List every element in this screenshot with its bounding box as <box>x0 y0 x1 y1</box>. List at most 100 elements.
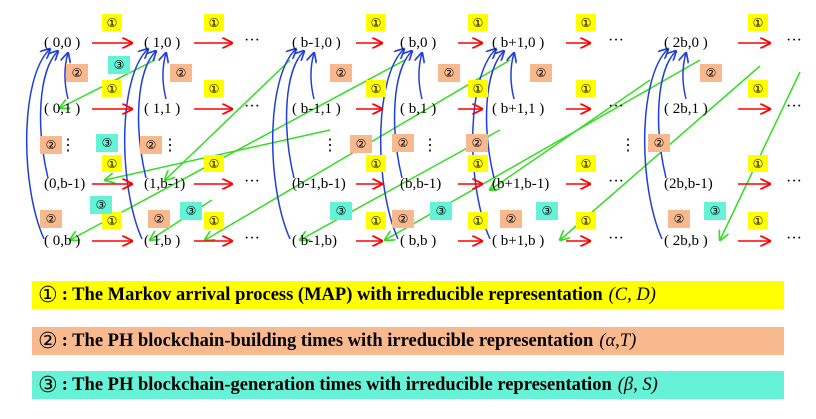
vertical-ellipsis: ⋮ <box>422 137 438 154</box>
badge-two-box <box>330 64 352 82</box>
badge-three-box <box>90 196 112 214</box>
building-arrow <box>285 51 304 179</box>
state-label: (0,b-1) <box>44 176 85 192</box>
badge-two-box <box>148 210 170 228</box>
legend-generation-math: (β, S) <box>617 374 658 395</box>
badge-three-box <box>180 202 202 220</box>
state-label: ( 2b,0 ) <box>664 35 708 51</box>
badge-two: ② <box>674 212 685 226</box>
horizontal-ellipsis: ··· <box>244 173 260 190</box>
badge-one: ① <box>209 214 220 228</box>
badge-three-box <box>430 202 452 220</box>
building-arrow <box>485 51 504 179</box>
badge-two: ② <box>146 138 157 152</box>
badge-two: ② <box>46 138 57 152</box>
badge-one: ① <box>371 82 382 96</box>
horizontal-ellipsis: ··· <box>786 98 802 115</box>
building-arrow <box>643 49 668 240</box>
badge-one-box <box>102 155 122 172</box>
generation-arrow <box>560 65 761 240</box>
horizontal-ellipsis: ··· <box>786 230 802 247</box>
badge-one-box <box>468 80 488 97</box>
badge-one: ① <box>753 157 764 171</box>
legend-map: ① : The Markov arrival process (MAP) wit… <box>32 281 784 309</box>
badge-one-box <box>748 212 768 229</box>
horizontal-ellipsis: ··· <box>608 230 624 247</box>
badge-two: ② <box>46 212 57 226</box>
badge-two: ② <box>654 136 665 150</box>
state-label: ( 2b,b ) <box>664 233 708 249</box>
badge-two-box <box>466 134 488 152</box>
vertical-ellipsis: ⋮ <box>162 137 178 154</box>
horizontal-ellipsis: ··· <box>244 98 260 115</box>
state-labels: ( 0,0 )( 1,0 )( b-1,0 )( b,0 )( b+1,0 )(… <box>44 35 713 249</box>
badge-one-box <box>102 80 122 97</box>
badge-two-box <box>392 210 414 228</box>
badge-three-box <box>704 202 726 220</box>
badge-one-box <box>748 80 768 97</box>
ellipsis-marks: ····································⋮⋮⋮⋮… <box>60 32 802 247</box>
legend-building-text: : The PH blockchain-building times with … <box>61 330 594 351</box>
badge-one-box <box>204 80 224 97</box>
state-label: ( 1,1 ) <box>144 101 180 117</box>
badge-one: ① <box>371 16 382 30</box>
badge-two-box <box>438 64 460 82</box>
badge-one: ① <box>753 82 764 96</box>
badge-one-box <box>576 80 596 97</box>
state-label: ( b-1,0 ) <box>292 35 341 51</box>
badge-two-box <box>40 136 62 154</box>
building-arrow <box>123 49 148 240</box>
badge-three-box <box>96 134 118 152</box>
badge-one-box <box>204 212 224 229</box>
badge-two-box <box>648 134 670 152</box>
badge-one: ① <box>209 16 220 30</box>
horizontal-ellipsis: ··· <box>608 173 624 190</box>
badge-two: ② <box>356 137 367 151</box>
building-arrow <box>137 51 156 179</box>
badge-three: ③ <box>542 204 553 218</box>
badge-two: ② <box>506 212 517 226</box>
badge-two-box <box>40 210 62 228</box>
badge-two-box <box>170 64 192 82</box>
building-arrow <box>25 49 50 240</box>
badge-one-box <box>748 14 768 31</box>
badge-two-box <box>350 135 372 153</box>
badge-one-box <box>748 155 768 172</box>
state-label: ( b+1,b ) <box>492 233 544 249</box>
badge-three: ③ <box>96 198 107 212</box>
badge-two-box <box>700 64 722 82</box>
badge-one: ① <box>371 157 382 171</box>
badge-one: ① <box>371 214 382 228</box>
generation-arrow <box>165 59 291 180</box>
badge-one: ① <box>581 82 592 96</box>
badge-one: ① <box>581 16 592 30</box>
badge-two-box <box>530 64 552 82</box>
building-arrow <box>65 53 68 100</box>
badge-one-box <box>576 155 596 172</box>
badge-one-box <box>366 14 386 31</box>
state-label: ( b+1,1 ) <box>492 101 544 117</box>
state-label: ( b-1,b) <box>292 233 337 249</box>
badge-two: ② <box>536 66 547 80</box>
legend-generation-symbol: ③ <box>38 372 58 398</box>
badge-three: ③ <box>186 204 197 218</box>
building-arrow <box>379 49 404 240</box>
vertical-ellipsis: ⋮ <box>620 137 636 154</box>
badge-one-box <box>204 155 224 172</box>
badge-three-box <box>108 56 130 74</box>
state-label: ( 0,b ) <box>44 233 80 249</box>
badge-one: ① <box>753 16 764 30</box>
legend-map-math: (C, D) <box>608 284 656 305</box>
badge-three: ③ <box>336 204 347 218</box>
horizontal-ellipsis: ··· <box>244 230 260 247</box>
badge-one: ① <box>473 157 484 171</box>
badge-one: ① <box>753 214 764 228</box>
state-label: (b-1,b-1) <box>292 176 346 192</box>
building-arrow <box>39 51 58 179</box>
badge-two: ② <box>72 66 83 80</box>
badge-two-box <box>392 134 414 152</box>
badge-two-box <box>500 210 522 228</box>
arrival-transitions <box>92 43 770 241</box>
